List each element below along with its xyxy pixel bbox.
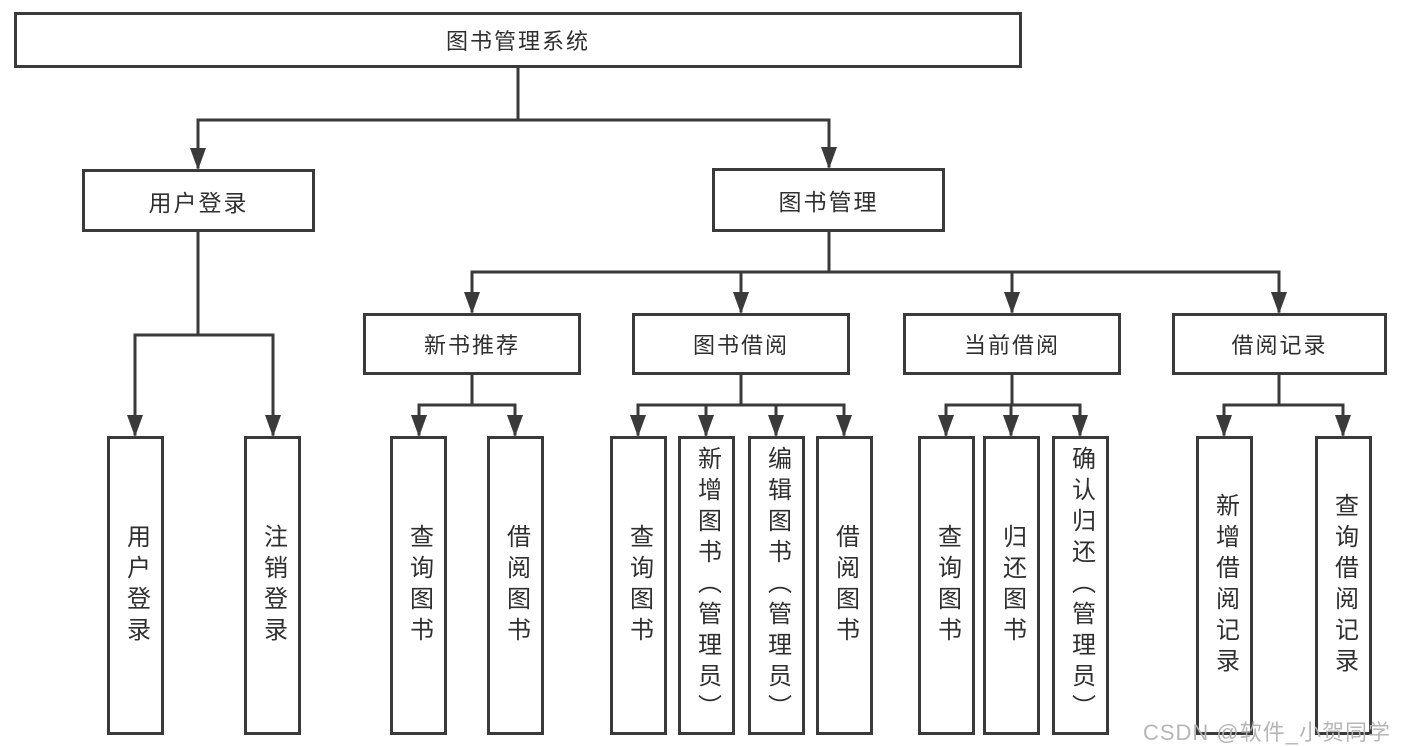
node-new-book-recommendation: 新书推荐 (363, 313, 581, 375)
leaf-return-books: 归还图书 (983, 436, 1040, 735)
leaf-borrow-books: 借阅图书 (816, 436, 873, 735)
leaf-query-books-borrow: 查询图书 (610, 436, 667, 735)
leaf-edit-books-admin: 编辑图书（管理员） (748, 436, 805, 735)
csdn-watermark: CSDN @软件_小贺同学 (1142, 720, 1391, 745)
leaf-borrow-books-recommend: 借阅图书 (487, 436, 544, 735)
arrowheads (127, 147, 1351, 437)
leaf-query-books-recommend: 查询图书 (390, 436, 447, 735)
node-library-management-system: 图书管理系统 (14, 12, 1022, 68)
leaf-confirm-return-admin: 确认归还（管理员） (1052, 436, 1109, 735)
node-book-borrowing: 图书借阅 (632, 313, 850, 375)
node-borrowing-records: 借阅记录 (1172, 313, 1387, 375)
node-book-management: 图书管理 (712, 168, 945, 232)
leaf-add-books-admin: 新增图书（管理员） (678, 436, 735, 735)
leaf-user-login: 用户登录 (107, 436, 164, 735)
node-current-borrowing: 当前借阅 (903, 313, 1121, 375)
node-user-login: 用户登录 (82, 169, 315, 232)
leaf-logout-login: 注销登录 (244, 436, 301, 735)
leaf-query-borrow-record: 查询借阅记录 (1315, 436, 1372, 735)
leaf-add-borrow-record: 新增借阅记录 (1196, 436, 1253, 735)
leaf-query-books-current: 查询图书 (918, 436, 975, 735)
